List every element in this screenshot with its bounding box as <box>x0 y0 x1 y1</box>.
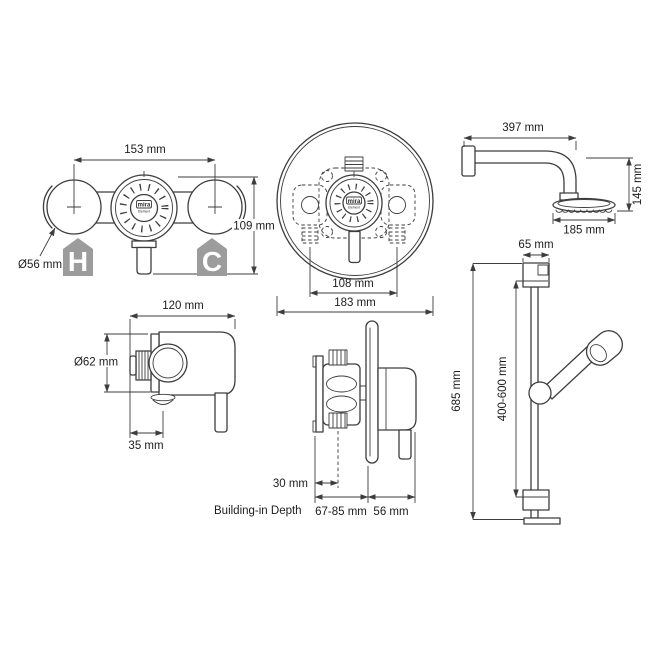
hidden-lug <box>375 170 387 182</box>
flow-knob <box>344 156 364 172</box>
hidden-lug <box>321 226 333 238</box>
dim-120-label: 120 mm <box>162 300 204 312</box>
dim-153-extensions <box>73 164 216 202</box>
shower-head <box>552 197 616 213</box>
dim-120-extensions <box>129 319 236 438</box>
hot-badge <box>63 238 93 276</box>
dim-62-label: Ø62 mm <box>74 357 118 369</box>
cartridge-port-upper <box>326 375 357 393</box>
dim-30-label: 30 mm <box>273 478 308 490</box>
top-inlet-connector <box>328 349 348 366</box>
dim-62-label-bg <box>72 355 120 367</box>
spray-plate-serration <box>555 209 613 213</box>
dim-153-label: 153 mm <box>124 144 166 156</box>
control-lever <box>398 429 412 460</box>
cold-centre-mark <box>208 200 222 214</box>
outlet-pipe <box>348 230 361 264</box>
bottom-fitting-dome <box>152 399 174 405</box>
faceplate-inner <box>280 126 430 276</box>
shower-head-top-ring <box>557 199 611 208</box>
control-knob-grip <box>135 350 152 381</box>
handset-holder <box>528 381 552 405</box>
dial-tick-ring <box>119 183 169 233</box>
cold-inlet-connector-ribs <box>388 227 406 244</box>
hot-badge-label: H <box>68 246 88 277</box>
brand-logo-box <box>136 200 152 209</box>
hot-inlet-connector-ribs <box>301 227 319 244</box>
dim-65-label: 65 mm <box>518 239 553 251</box>
dim-185-extensions <box>552 213 616 224</box>
brand-model: Element <box>138 210 150 214</box>
figure-exposed-valve-side: 120 mm Ø62 mm 35 mm <box>72 300 236 452</box>
dim-183-label: 183 mm <box>334 297 376 309</box>
hot-inlet-port <box>301 196 319 214</box>
top-bracket-detail <box>537 264 549 276</box>
building-in-depth-caption: Building-in Depth <box>214 505 302 517</box>
spindle-lines <box>360 385 366 401</box>
control-knob-side <box>377 367 417 431</box>
dim-56-label: 56 mm <box>373 506 408 518</box>
dim-145-label: 145 mm <box>632 164 644 206</box>
brand-logo: mira <box>348 199 361 205</box>
dim-65-extensions <box>522 258 550 262</box>
knob-cap <box>129 355 137 376</box>
dim-56-leader <box>39 227 56 257</box>
hidden-lug <box>375 226 387 238</box>
hidden-hot-inlet-housing <box>292 184 328 226</box>
outlet-fitting <box>131 240 157 249</box>
wall-flange <box>461 145 476 177</box>
hidden-lug <box>321 170 333 182</box>
cold-inlet-port <box>388 196 406 214</box>
dim-685-extensions <box>473 263 524 520</box>
faceplate-edge <box>365 320 379 464</box>
mount-backplate <box>315 355 324 433</box>
brand-logo-box <box>346 196 362 205</box>
outlet-pipe <box>214 392 228 433</box>
dim-185-label: 185 mm <box>563 225 605 237</box>
dim-62-extensions <box>104 333 150 393</box>
bottom-inlet-connector <box>328 412 348 429</box>
brand-model: Element <box>348 206 360 210</box>
figure-concealed-valve-side: 30 mm 67-85 mm 56 mm Building-in Depth <box>214 320 417 518</box>
bottom-bracket <box>522 489 550 511</box>
dim-685-label: 685 mm <box>451 370 463 412</box>
dim-397-label: 397 mm <box>502 122 544 134</box>
brand-logo: mira <box>138 203 151 209</box>
knob-boss-outer <box>148 343 188 383</box>
cartridge-port-lower <box>326 395 357 413</box>
cold-badge-label: C <box>202 246 222 277</box>
bottom-fitting-rim <box>150 393 176 402</box>
outlet-pipe <box>136 246 152 275</box>
knob-boss-inner <box>152 347 184 379</box>
dim-108-label: 108 mm <box>332 278 374 290</box>
dim-400-600-label: 400-600 mm <box>497 357 509 422</box>
figure-slide-rail: 65 mm 685 mm 400-600 mm <box>451 239 624 525</box>
dim-35-label: 35 mm <box>128 440 163 452</box>
dim-397-extensions <box>463 141 577 150</box>
figure-exposed-valve-front: mira Element 153 mm 109 mm Ø56 mm H C <box>18 144 277 277</box>
dim-109-label-bg <box>232 219 277 231</box>
figure-concealed-valve-front: mira Element 108 mm 183 mm <box>276 122 434 316</box>
handset-head <box>585 330 624 366</box>
dim-56-label: Ø56 mm <box>18 259 62 271</box>
cold-badge <box>197 238 227 276</box>
hot-centre-mark <box>67 200 81 214</box>
dim-400-600-extensions <box>516 280 548 498</box>
dim-108-extensions <box>309 247 398 297</box>
dial-tick-ring <box>334 183 374 223</box>
shower-arm <box>474 150 577 194</box>
left-housing-arc <box>42 185 53 229</box>
rail-base-foot <box>523 517 561 525</box>
dim-67-85-label: 67-85 mm <box>315 506 367 518</box>
dim-109-label: 109 mm <box>233 221 275 233</box>
figure-overhead-shower: 397 mm 145 mm 185 mm <box>461 122 644 237</box>
